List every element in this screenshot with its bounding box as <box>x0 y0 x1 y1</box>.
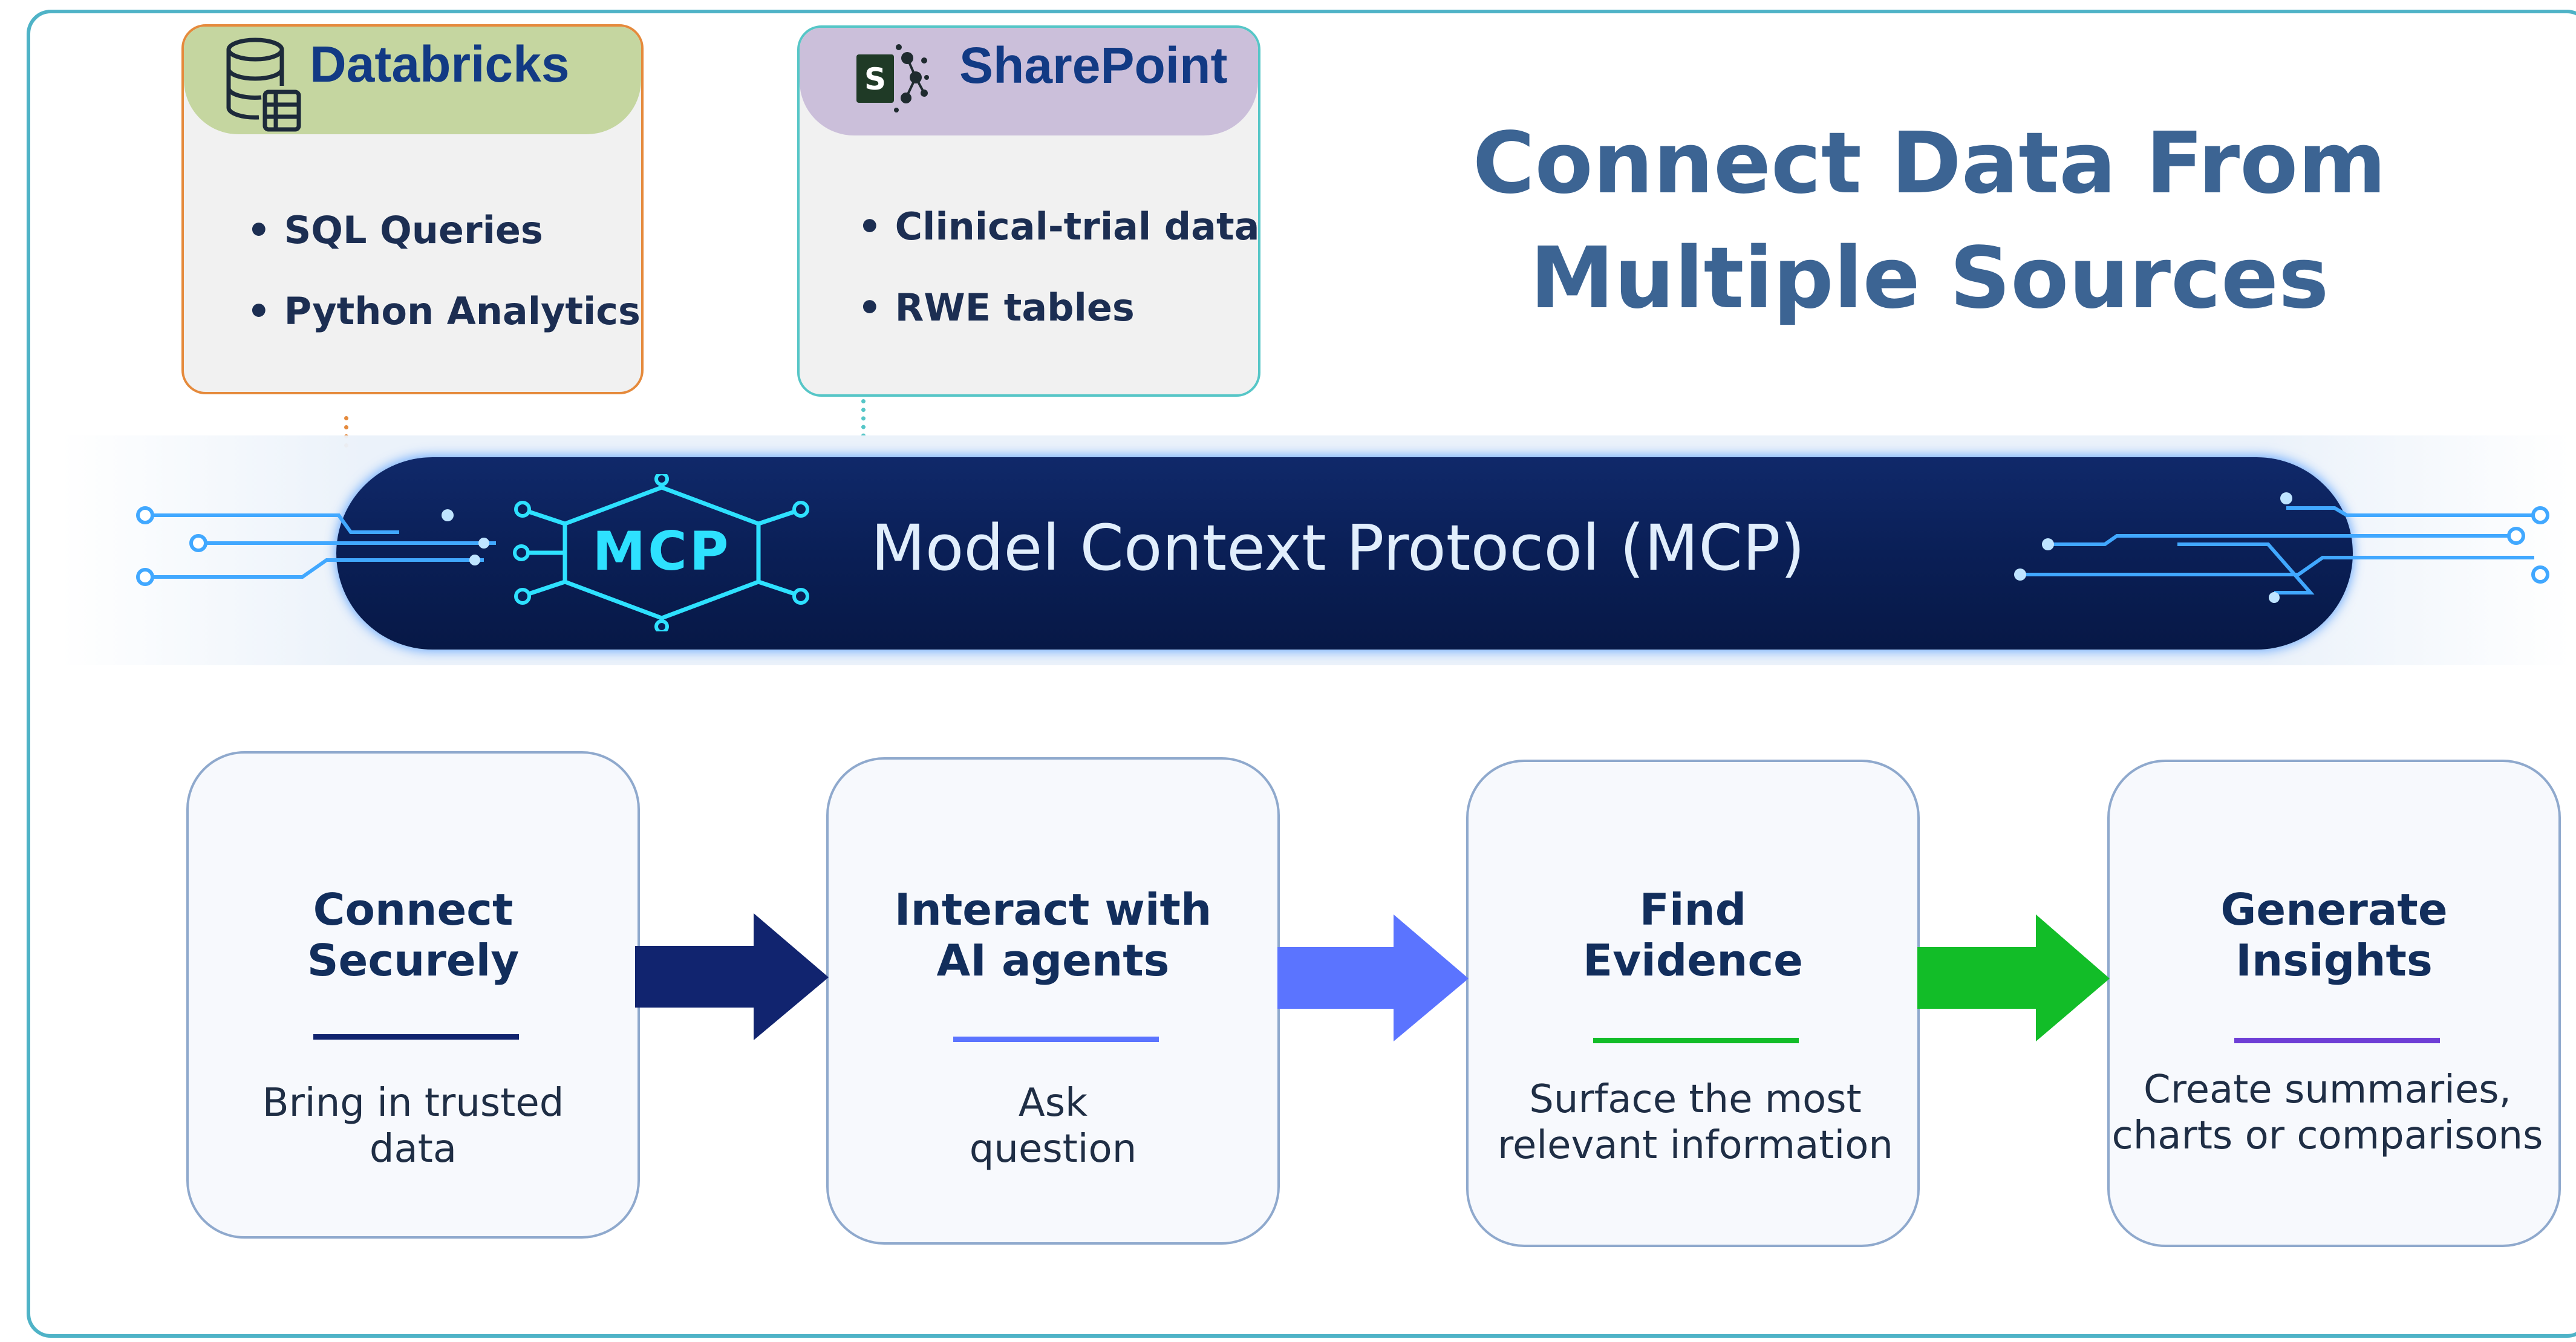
databricks-bullet: Python Analytics <box>247 289 641 370</box>
svg-text:S: S <box>864 62 886 97</box>
database-icon <box>223 36 301 136</box>
mcp-badge-text: MCP <box>593 520 731 582</box>
headline-line-1: Connect Data From <box>1472 114 2387 213</box>
arrow-connect-to-interact <box>635 913 829 1040</box>
step-description: Ask question <box>969 1081 1137 1171</box>
arrow-interact-to-find <box>1277 914 1469 1041</box>
circuit-lines-right <box>2014 492 2549 603</box>
step-card-connect: Connect Securely Bring in trusted data <box>186 751 640 1239</box>
mcp-title: Model Context Protocol (MCP) <box>871 511 1805 585</box>
databricks-bullets: SQL Queries Python Analytics <box>184 208 641 370</box>
step-description: Surface the most relevant information <box>1498 1077 1893 1168</box>
sharepoint-icon: S <box>853 40 931 122</box>
databricks-connector <box>344 416 348 448</box>
step-description: Create summaries, charts or comparisons <box>2111 1067 2543 1158</box>
step-card-interact: Interact with AI agents Ask question <box>826 757 1280 1245</box>
sharepoint-bullets: Clinical-trial data RWE tables <box>800 204 1258 366</box>
step-description: Bring in trusted data <box>262 1081 564 1171</box>
step-title: Connect Securely <box>307 884 520 986</box>
headline-line-2: Multiple Sources <box>1530 229 2329 328</box>
databricks-card: Databricks SQL Queries Python Analytics <box>181 24 644 394</box>
mcp-logo-icon: MCP <box>513 474 809 631</box>
databricks-title: Databricks <box>310 36 570 93</box>
sharepoint-bullet: RWE tables <box>858 285 1258 366</box>
step-divider <box>313 1034 519 1040</box>
circuit-lines-left <box>136 506 496 586</box>
sharepoint-card: S SharePoint Clinical-trial data RWE tab… <box>797 25 1260 397</box>
headline: Connect Data From Multiple Sources <box>1391 106 2468 336</box>
step-card-generate: Generate Insights Create summaries, char… <box>2107 760 2561 1247</box>
arrow-find-to-generate <box>1917 914 2110 1041</box>
sharepoint-bullet: Clinical-trial data <box>858 204 1258 285</box>
step-divider <box>953 1037 1159 1042</box>
databricks-bullet: SQL Queries <box>247 208 641 289</box>
sharepoint-title: SharePoint <box>959 37 1228 94</box>
step-title: Find Evidence <box>1583 884 1803 986</box>
step-title: Generate Insights <box>2220 884 2448 986</box>
step-divider <box>2234 1038 2440 1043</box>
outer-frame <box>27 10 2576 1338</box>
step-divider <box>1593 1038 1799 1043</box>
sharepoint-connector <box>861 399 866 446</box>
step-title: Interact with AI agents <box>894 884 1212 986</box>
step-card-find: Find Evidence Surface the most relevant … <box>1466 760 1920 1247</box>
